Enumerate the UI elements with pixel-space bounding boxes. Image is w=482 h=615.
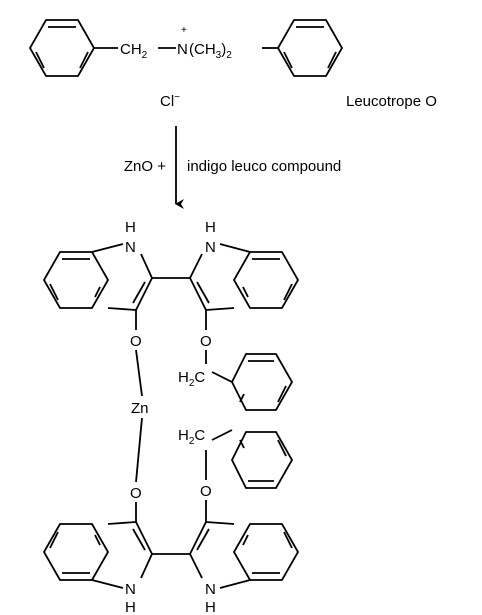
n-label: N [205,581,216,598]
n-charge: + [181,25,187,36]
h-label: H [125,219,136,236]
benzene-ring [42,523,110,581]
arrow-left-label: ZnO + [124,158,166,175]
h-label: H [205,599,216,615]
o-label: O [200,483,212,500]
chloride-counterion: Cl− [160,92,180,110]
n-label: N [125,239,136,256]
leucotrope-o-structure: CH2 + N (CH3)2 Cl− [28,19,344,110]
zn-label: Zn [131,400,149,417]
benzene-ring [230,353,294,411]
arrow-right-label: indigo leuco compound [187,158,341,175]
o-label: O [130,485,142,502]
benzene-ring [28,19,96,77]
benzene-ring [276,19,344,77]
reagent-name: Leucotrope O [346,93,437,110]
zinc-indigo-complex-structure [42,243,300,589]
o-label: O [130,333,142,350]
benzene-ring [232,523,300,581]
h2c-label: H2C [178,369,205,389]
h-label: H [205,219,216,236]
h2c-label: H2C [178,427,205,447]
benzene-ring [232,251,300,309]
product-atom-labels: H N H N O O H2C Zn H2C O O N H N H [125,219,216,615]
ch2-label: CH2 [120,41,148,61]
benzene-ring [42,251,110,309]
n-label: N [205,239,216,256]
n-label: N [177,41,188,58]
o-label: O [200,333,212,350]
h-label: H [125,599,136,615]
nme2-label: (CH3)2 [189,41,232,61]
n-label: N [125,581,136,598]
benzene-ring [230,431,294,489]
